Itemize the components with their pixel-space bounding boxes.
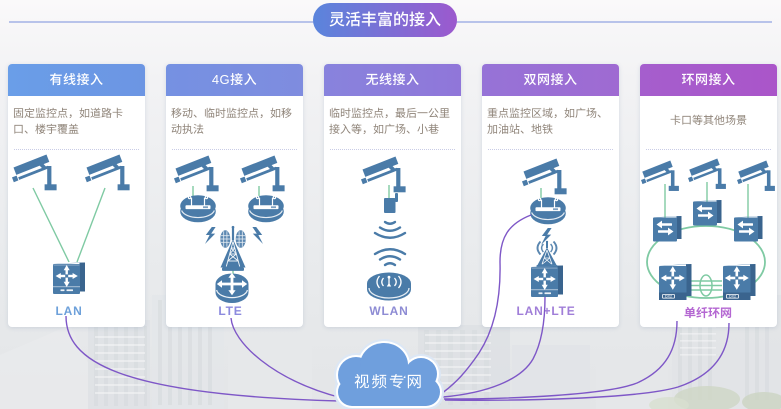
svg-text:视频专网: 视频专网 (354, 370, 424, 392)
